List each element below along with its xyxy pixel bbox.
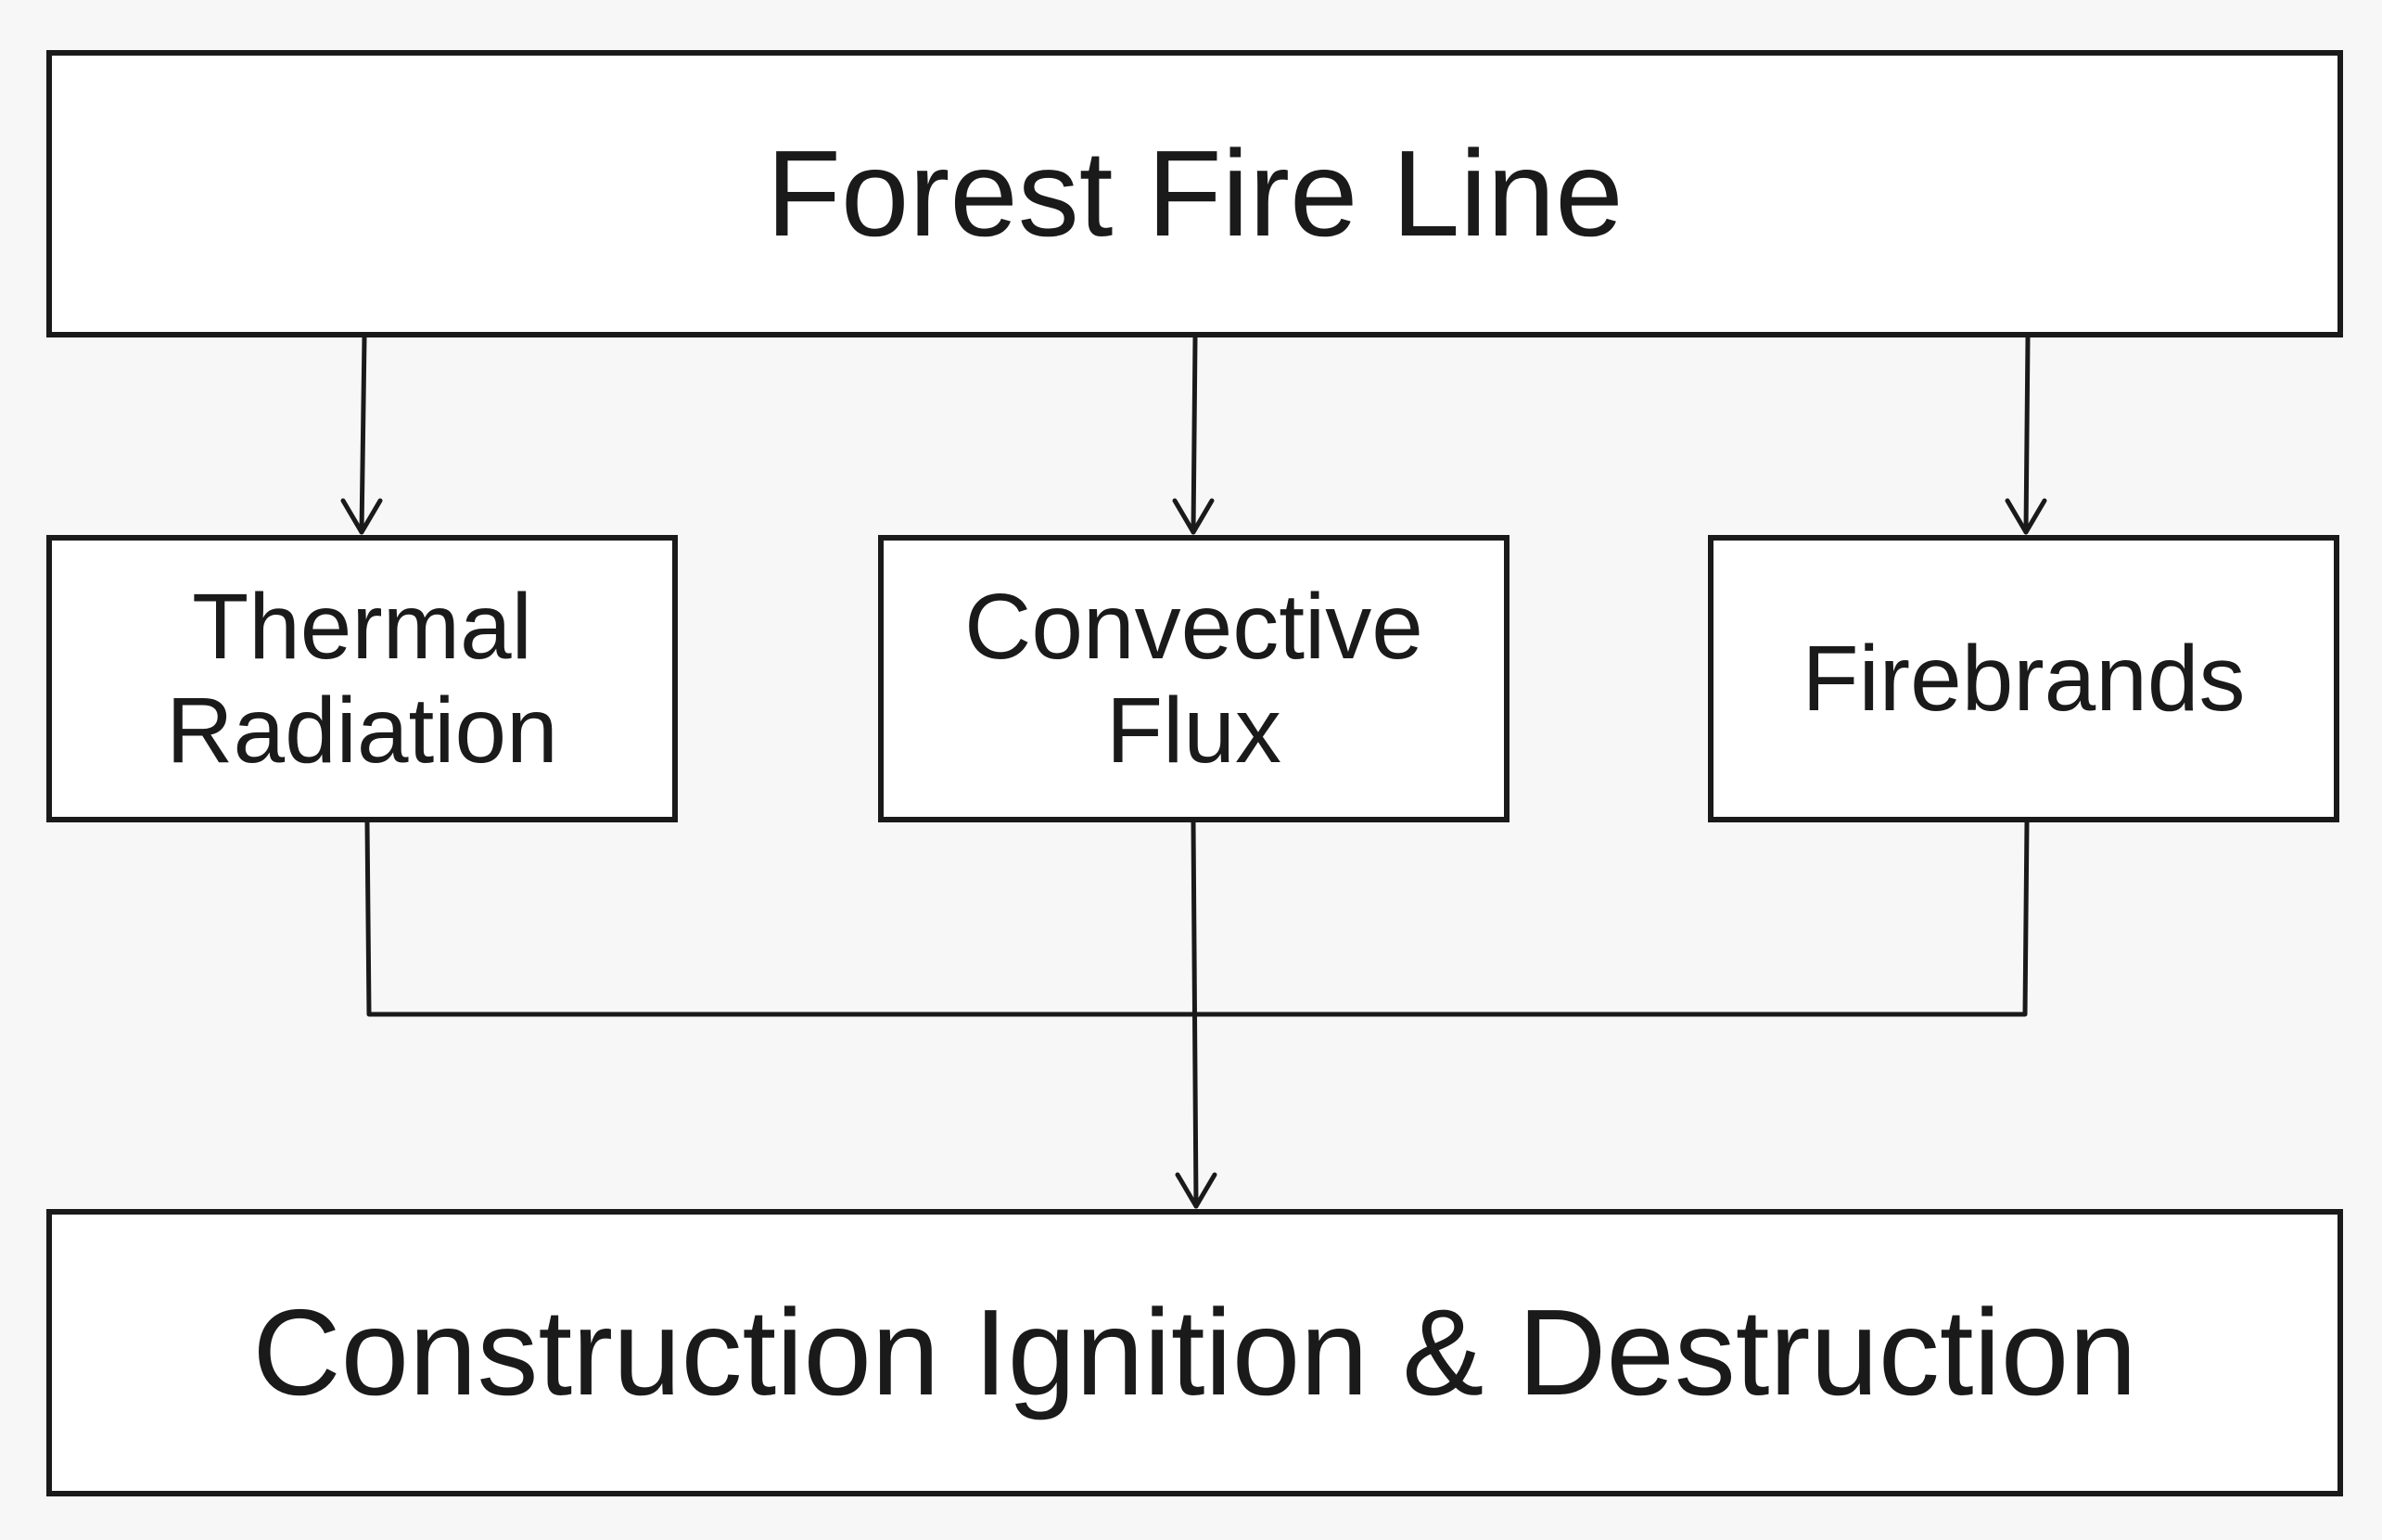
- node-construction-ignition-destruction: Construction Ignition & Destruction: [46, 1209, 2343, 1496]
- node-construction-ignition-destruction-label: Construction Ignition & Destruction: [252, 1284, 2137, 1421]
- arrowhead-convective: [1172, 498, 1215, 535]
- arrowhead-bottom: [1175, 1172, 1217, 1209]
- arrow-merge-to-bottom: [1191, 820, 1199, 1209]
- node-forest-fire-line: Forest Fire Line: [46, 50, 2343, 337]
- arrowhead-thermal: [340, 498, 383, 535]
- node-firebrands-label: Firebrands: [1802, 627, 2246, 731]
- node-forest-fire-line-label: Forest Fire Line: [766, 125, 1624, 262]
- arrow-top-to-convective: [1191, 335, 1198, 535]
- node-firebrands: Firebrands: [1708, 535, 2339, 822]
- arrow-top-to-firebrands: [2023, 335, 2031, 535]
- arrow-top-to-thermal: [359, 335, 367, 535]
- connector-thermal-to-merge: [364, 820, 1199, 1017]
- node-thermal-radiation-label: Thermal Radiation: [166, 575, 558, 783]
- arrowhead-firebrands: [2005, 498, 2047, 535]
- node-thermal-radiation: Thermal Radiation: [46, 535, 678, 822]
- connector-firebrands-to-merge: [1193, 820, 2030, 1017]
- node-convective-flux-label: Convective Flux: [964, 575, 1423, 783]
- node-convective-flux: Convective Flux: [878, 535, 1509, 822]
